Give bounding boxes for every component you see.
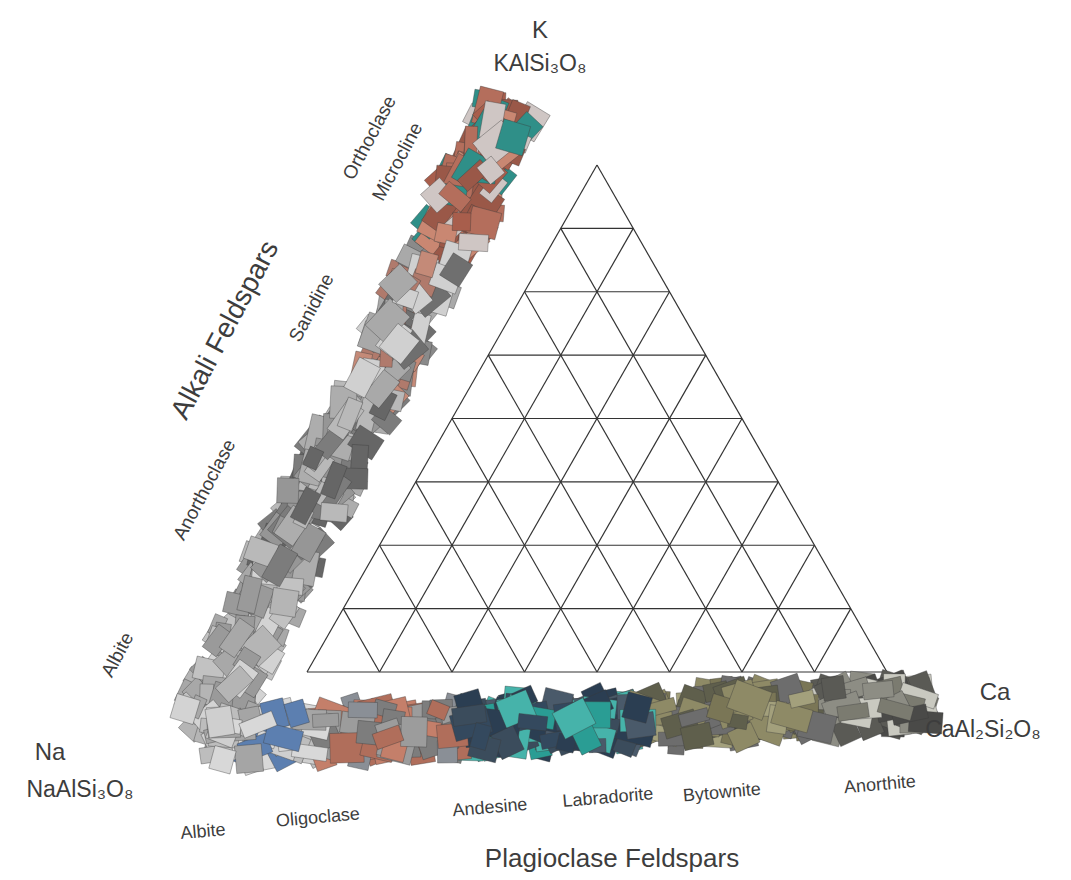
crystal (262, 544, 298, 587)
vertex-symbol: K (532, 17, 548, 43)
grid-line (488, 355, 669, 672)
crystal (496, 119, 531, 156)
crystal (337, 397, 363, 431)
grid-line (380, 545, 815, 546)
crystal (622, 692, 653, 723)
crystal (477, 156, 505, 184)
crystal (219, 618, 255, 658)
crystal (427, 700, 450, 721)
crystal (239, 711, 277, 738)
crystal (320, 461, 347, 499)
grid-line (380, 228, 634, 672)
mineral-name: Anorthite (843, 772, 916, 798)
crystal (862, 680, 894, 699)
grid-line (416, 482, 525, 672)
crystal (290, 487, 321, 525)
alkali-crystal-band (170, 86, 550, 753)
grid-line (307, 165, 597, 672)
crystal (440, 253, 473, 287)
grid-line (561, 228, 634, 229)
crystal (415, 251, 438, 278)
mineral-name: Sanidine (285, 270, 338, 345)
crystal (215, 666, 253, 703)
crystal (458, 233, 488, 251)
mineral-name: Bytownite (682, 780, 761, 807)
mineral-name: Albite (98, 629, 139, 681)
vertex-formula: NaAlSi₃O₈ (26, 777, 133, 802)
crystal (237, 575, 263, 614)
vertex-symbol: Na (35, 739, 66, 765)
crystal (344, 357, 381, 398)
mineral-name: Oligoclase (275, 804, 360, 831)
crystal (234, 744, 263, 774)
crystal (205, 705, 235, 738)
grid-line (597, 165, 887, 672)
grid-line (525, 292, 743, 672)
crystal (727, 680, 773, 721)
vertex-symbol: Ca (980, 679, 1011, 705)
crystal (877, 698, 914, 721)
crystal (452, 212, 471, 231)
crystal (788, 690, 815, 709)
crystal (277, 478, 299, 504)
mineral-name: Albite (180, 820, 227, 844)
plagioclase-crystal-band (199, 669, 943, 775)
crystal (379, 264, 418, 303)
crystal (837, 702, 870, 721)
crystal (439, 181, 471, 212)
mineral-name: Anorthoclase (170, 436, 241, 544)
grid-line (416, 481, 779, 482)
crystal (678, 708, 710, 728)
crystal (517, 713, 547, 731)
grid-line (815, 609, 851, 672)
grid-line (525, 355, 706, 672)
crystal (552, 698, 596, 739)
grid-line (488, 355, 706, 356)
crystal (372, 725, 404, 750)
crystal (209, 746, 236, 774)
crystal (312, 713, 339, 727)
grid-line (561, 228, 815, 672)
crystal (302, 446, 323, 470)
crystal (170, 694, 200, 725)
crystal (470, 722, 492, 750)
vertex-formula: CaAl₂Si₂O₈ (925, 717, 1041, 742)
crystal (348, 702, 377, 718)
crystal (401, 716, 428, 747)
series-title: Alkali Feldspars (165, 236, 285, 425)
grid-line (452, 292, 670, 672)
crystal (379, 323, 420, 364)
crystal (270, 587, 300, 617)
grid-line (343, 609, 379, 672)
grid-line (343, 608, 851, 609)
grid-line (307, 671, 887, 672)
mineral-name: Andesine (452, 795, 529, 821)
crystal (284, 699, 310, 728)
mineral-name: Labradorite (562, 784, 654, 812)
series-title: Plagioclase Feldspars (485, 844, 739, 873)
ternary-grid (307, 165, 887, 672)
vertex-formula: KAlSi₃O₈ (493, 51, 586, 76)
crystal (451, 704, 486, 726)
crystal (320, 502, 348, 522)
grid-line (670, 482, 779, 672)
crystal (821, 675, 846, 701)
